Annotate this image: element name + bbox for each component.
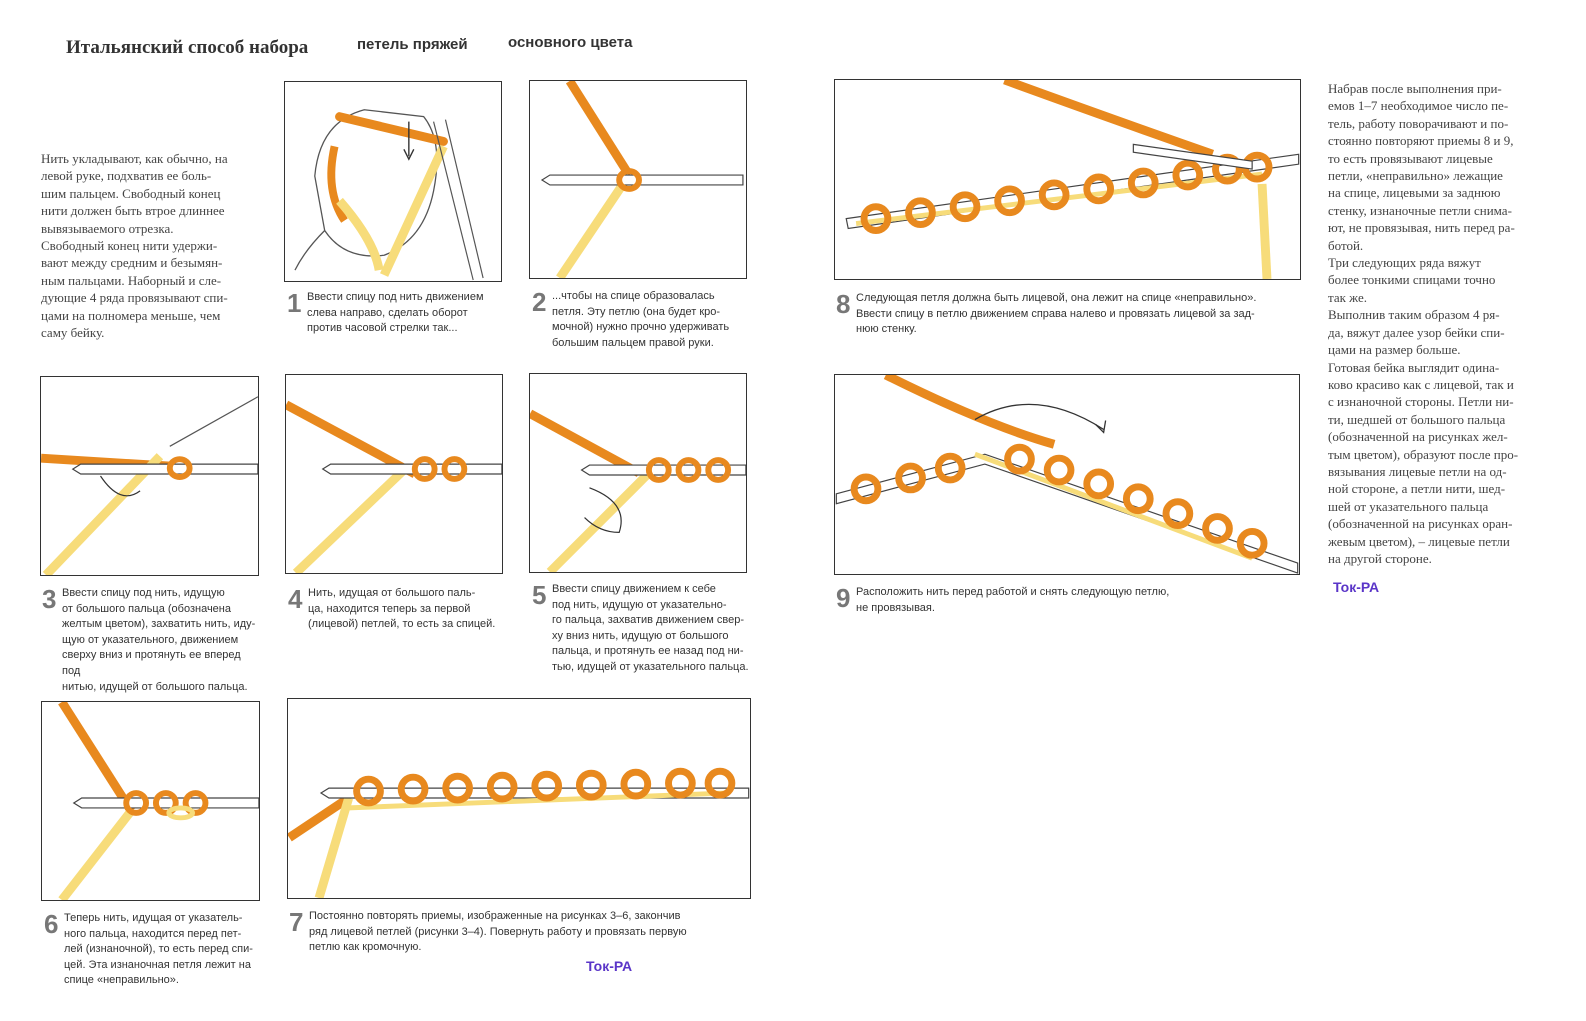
figure-4 bbox=[285, 374, 503, 574]
figure-5-illustration bbox=[530, 409, 746, 572]
figure-7 bbox=[287, 698, 751, 899]
step-caption: Ввести спицу движением к себе под нить, … bbox=[552, 583, 749, 673]
figure-8 bbox=[834, 79, 1301, 280]
figure-7-illustration bbox=[288, 767, 750, 898]
step-caption: Ввести спицу под нить движением слева на… bbox=[307, 291, 484, 335]
step-8: 8 Следующая петля должна быть лицевой, о… bbox=[836, 291, 1306, 338]
step-4: 4 Нить, идущая от большого паль- ца, нах… bbox=[288, 586, 503, 633]
step-caption: Теперь нить, идущая от указатель- ного п… bbox=[64, 912, 253, 987]
step-7: 7 Постоянно повторять приемы, изображенн… bbox=[289, 909, 749, 956]
intro-text: Нить укладывают, как обычно, на левой ру… bbox=[41, 151, 228, 341]
step-1: 1 Ввести спицу под нить движением слева … bbox=[287, 290, 507, 337]
step-caption: ...чтобы на спице образовалась петля. Эт… bbox=[552, 290, 730, 349]
step-number: 2 bbox=[532, 287, 547, 317]
step-caption: Постоянно повторять приемы, изображенные… bbox=[309, 910, 687, 954]
page-title-part3: основного цвета bbox=[508, 34, 633, 51]
step-3: 3 Ввести спицу под нить, идущую от больш… bbox=[42, 586, 262, 695]
step-6: 6 Теперь нить, идущая от указатель- ного… bbox=[44, 911, 264, 989]
step-number: 9 bbox=[836, 583, 851, 613]
step-5: 5 Ввести спицу движением к себе под нить… bbox=[532, 582, 752, 676]
figure-2-illustration bbox=[540, 81, 744, 278]
figure-2 bbox=[529, 80, 747, 279]
figure-6-illustration bbox=[58, 702, 259, 900]
figure-1 bbox=[284, 81, 502, 282]
page-title: Итальянский способ набора bbox=[66, 37, 309, 58]
figure-1-illustration bbox=[294, 109, 484, 281]
right-column-text: Набрав после выполнения при- емов 1–7 не… bbox=[1328, 81, 1519, 566]
step-caption: Нить, идущая от большого паль- ца, наход… bbox=[308, 587, 496, 631]
figure-8-illustration bbox=[845, 80, 1300, 279]
step-number: 7 bbox=[289, 907, 304, 937]
step-caption: Следующая петля должна быть лицевой, она… bbox=[856, 292, 1257, 336]
figure-4-illustration bbox=[286, 400, 502, 573]
step-number: 4 bbox=[288, 584, 303, 614]
step-number: 6 bbox=[44, 909, 59, 939]
figure-5 bbox=[529, 373, 747, 573]
figure-9 bbox=[834, 374, 1300, 575]
step-number: 8 bbox=[836, 289, 851, 319]
step-number: 1 bbox=[287, 288, 302, 318]
step-2: 2 ...чтобы на спице образовалась петля. … bbox=[532, 289, 747, 351]
figure-6 bbox=[41, 701, 260, 901]
watermark-bottom: Ток-РА bbox=[586, 958, 633, 974]
step-number: 5 bbox=[532, 580, 547, 610]
step-9: 9 Расположить нить перед работой и снять… bbox=[836, 585, 1236, 616]
step-number: 3 bbox=[42, 584, 57, 614]
page-title-part2: петель пряжей bbox=[357, 36, 468, 53]
figure-9-illustration bbox=[835, 375, 1299, 574]
watermark-right: Ток-РА bbox=[1333, 579, 1380, 595]
step-caption: Ввести спицу под нить, идущую от большог… bbox=[62, 587, 256, 693]
figure-3-illustration bbox=[41, 396, 258, 575]
figure-3 bbox=[40, 376, 259, 576]
step-caption: Расположить нить перед работой и снять с… bbox=[856, 586, 1170, 614]
